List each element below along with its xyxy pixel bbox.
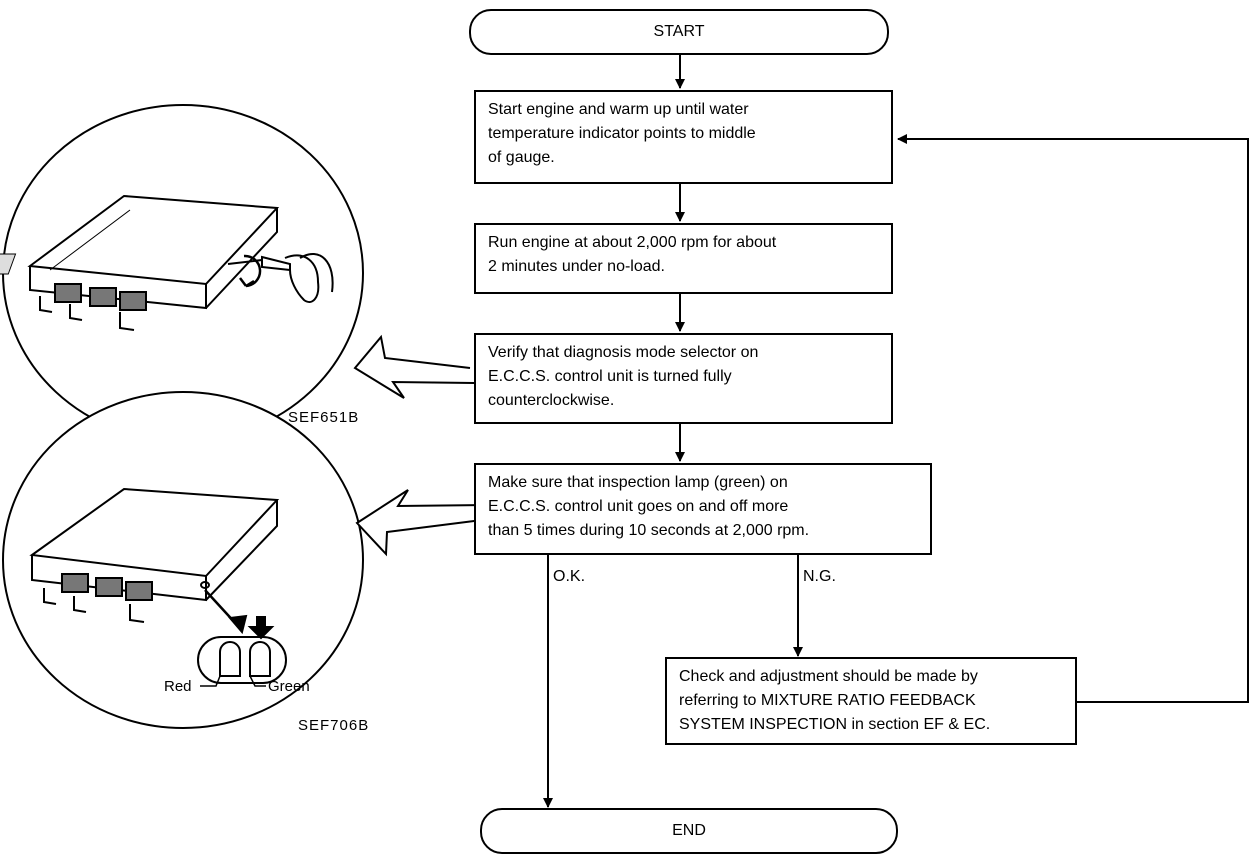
step-line: E.C.C.S. control unit goes on and off mo… xyxy=(488,498,789,515)
step-verify-selector: Verify that diagnosis mode selector on E… xyxy=(474,333,893,424)
step-line: Start engine and warm up until water xyxy=(488,101,749,118)
end-terminal: END xyxy=(480,808,898,854)
step-line: 2 minutes under no-load. xyxy=(488,258,665,275)
step-line: than 5 times during 10 seconds at 2,000 … xyxy=(488,522,810,539)
step-line: SYSTEM INSPECTION in section EF & EC. xyxy=(679,716,991,733)
step-line: Check and adjustment should be made by xyxy=(679,668,978,685)
loop-back-line xyxy=(897,134,1249,703)
step-line: temperature indicator points to middle xyxy=(488,125,756,142)
branch-ng-label: N.G. xyxy=(803,568,836,585)
step-inspection-lamp: Make sure that inspection lamp (green) o… xyxy=(474,463,932,555)
start-terminal: START xyxy=(469,9,889,55)
step-line: counterclockwise. xyxy=(488,392,615,409)
figure-code-lamp: SEF706B xyxy=(298,717,370,734)
green-lamp-label: Green xyxy=(268,678,310,695)
step-line: Make sure that inspection lamp (green) o… xyxy=(488,474,788,491)
branch-ok-label: O.K. xyxy=(553,568,586,585)
step-line: referring to MIXTURE RATIO FEEDBACK xyxy=(679,692,976,709)
step-line: E.C.C.S. control unit is turned fully xyxy=(488,368,732,385)
step-warm-up: Start engine and warm up until water tem… xyxy=(474,90,893,184)
red-lamp-label: Red xyxy=(164,678,192,695)
figure-code-selector: SEF651B xyxy=(288,409,360,426)
step-line: of gauge. xyxy=(488,149,555,166)
step-line: Run engine at about 2,000 rpm for about xyxy=(488,234,777,251)
step-run-engine: Run engine at about 2,000 rpm for about … xyxy=(474,223,893,294)
step-check-adjustment: Check and adjustment should be made by r… xyxy=(665,657,1077,745)
step-line: Verify that diagnosis mode selector on xyxy=(488,344,759,361)
